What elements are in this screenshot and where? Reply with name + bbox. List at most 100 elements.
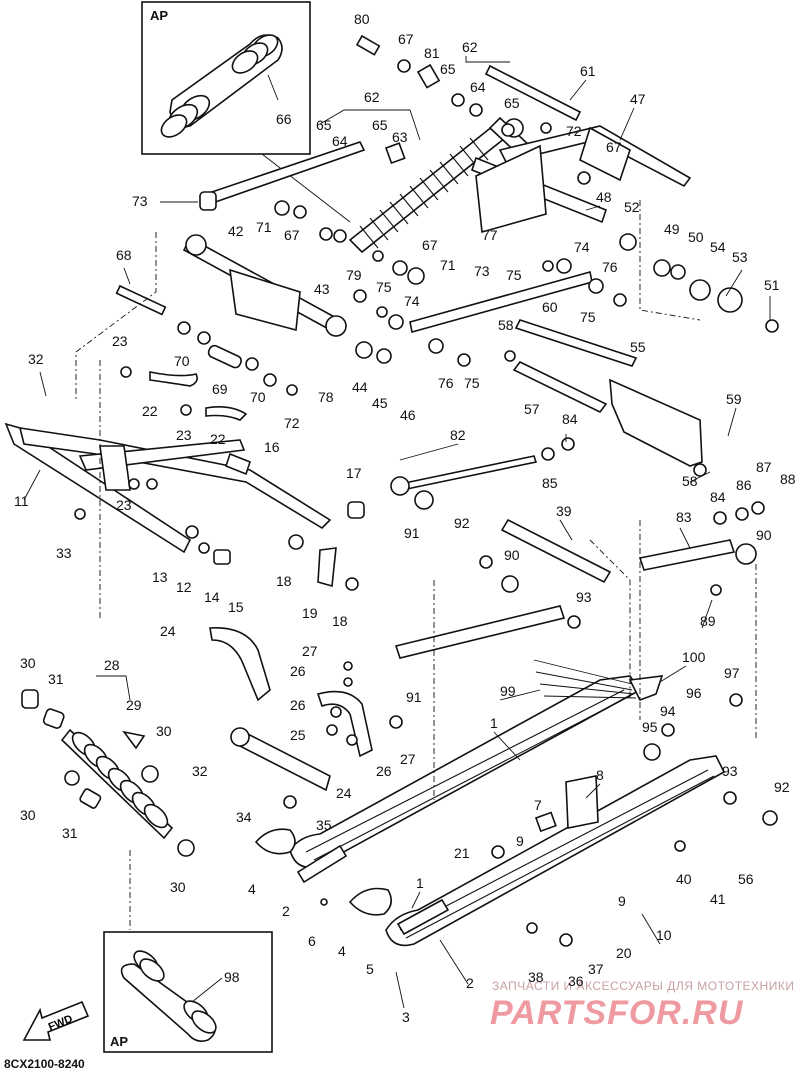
gaiter-boot-icon [160, 34, 283, 138]
decal-100 [533, 659, 664, 702]
callout-26b: 26 [290, 697, 306, 713]
callout-41: 41 [710, 891, 726, 907]
callout-45: 45 [372, 395, 388, 411]
callout-30b: 30 [156, 723, 172, 739]
callout-18: 18 [276, 573, 292, 589]
callout-53: 53 [732, 249, 748, 265]
leader-lines [23, 56, 771, 1009]
callout-64: 64 [470, 79, 486, 95]
callout-1b: 1 [416, 875, 424, 891]
callout-84b: 84 [710, 489, 726, 505]
callout-90: 90 [756, 527, 772, 543]
callout-63: 63 [392, 129, 408, 145]
callout-73: 73 [132, 193, 148, 209]
callout-91b: 91 [406, 689, 422, 705]
callout-60: 60 [542, 299, 558, 315]
callout-7: 7 [534, 797, 542, 813]
callout-81: 81 [424, 45, 440, 61]
inset-top-ap: AP 66 [141, 1, 311, 155]
callout-48: 48 [596, 189, 612, 205]
watermark-brand: PARTSFOR.RU [490, 994, 744, 1032]
callout-2b: 2 [466, 975, 474, 991]
callout-3: 3 [402, 1009, 410, 1025]
link-assembly [185, 234, 347, 337]
callout-25: 25 [290, 727, 306, 743]
callout-30: 30 [20, 655, 36, 671]
callout-30c: 30 [20, 807, 36, 823]
callout-36: 36 [568, 973, 584, 989]
callout-64b: 64 [332, 133, 348, 149]
callout-92b: 92 [774, 779, 790, 795]
callout-62b: 62 [364, 89, 380, 105]
callout-6: 6 [308, 933, 316, 949]
callout-38: 38 [528, 969, 544, 985]
callout-75b: 75 [506, 267, 522, 283]
callout-8: 8 [596, 767, 604, 783]
callout-23: 23 [112, 333, 128, 349]
callout-59: 59 [726, 391, 742, 407]
callout-87: 87 [756, 459, 772, 475]
callout-65b: 65 [316, 117, 332, 133]
wear-pad-upper [254, 828, 296, 855]
callout-70: 70 [174, 353, 190, 369]
callout-79: 79 [346, 267, 362, 283]
callout-71b: 71 [440, 257, 456, 273]
callout-55: 55 [630, 339, 646, 355]
callout-83: 83 [676, 509, 692, 525]
callout-69: 69 [212, 381, 228, 397]
callout-17: 17 [346, 465, 362, 481]
callout-43: 43 [314, 281, 330, 297]
callout-99: 99 [500, 683, 516, 699]
callout-13: 13 [152, 569, 168, 585]
callout-96: 96 [686, 685, 702, 701]
callout-9: 9 [516, 833, 524, 849]
bracket-55 [609, 378, 703, 467]
callout-67d: 67 [422, 237, 438, 253]
hardware [21, 34, 779, 947]
slide-rail-upper [289, 675, 642, 869]
callout-54: 54 [710, 239, 726, 255]
rear-arm-assembly [475, 125, 692, 234]
callout-16: 16 [264, 439, 280, 455]
callout-80: 80 [354, 11, 370, 27]
callout-31: 31 [48, 671, 64, 687]
callout-10: 10 [656, 927, 672, 943]
callout-34: 34 [236, 809, 252, 825]
callout-84: 84 [562, 411, 578, 427]
callout-35: 35 [316, 817, 332, 833]
callout-32: 32 [28, 351, 44, 367]
bracket-24 [209, 627, 271, 702]
lower-arm-35 [230, 727, 331, 792]
callout-68: 68 [116, 247, 132, 263]
callout-58b: 58 [682, 473, 698, 489]
callout-2: 2 [282, 903, 290, 919]
callout-73b: 73 [474, 263, 490, 279]
callout-93b: 93 [722, 763, 738, 779]
callout-67b: 67 [606, 139, 622, 155]
callout-24: 24 [160, 623, 176, 639]
callout-71: 71 [256, 219, 272, 235]
callout-42: 42 [228, 223, 244, 239]
callout-75c: 75 [580, 309, 596, 325]
callout-67c: 67 [284, 227, 300, 243]
callout-1: 1 [490, 715, 498, 731]
callout-46: 46 [400, 407, 416, 423]
callout-95: 95 [642, 719, 658, 735]
callout-31b: 31 [62, 825, 78, 841]
callout-50: 50 [688, 229, 704, 245]
callout-44: 44 [352, 379, 368, 395]
inset-bottom-ap: AP 98 [103, 931, 273, 1053]
callout-97: 97 [724, 665, 740, 681]
callout-65: 65 [440, 61, 456, 77]
callout-20: 20 [616, 945, 632, 961]
front-shock-absorber [60, 728, 174, 840]
callout-77: 77 [482, 227, 498, 243]
watermark: ЗАПЧАСТИ И АКСЕССУАРЫ ДЛЯ МОТОТЕХНИКИ PA… [490, 979, 794, 1032]
bracket-26 [316, 690, 373, 758]
callout-74b: 74 [404, 293, 420, 309]
callout-39: 39 [556, 503, 572, 519]
callout-52: 52 [624, 199, 640, 215]
callout-32b: 32 [192, 763, 208, 779]
front-suspension-frame [4, 422, 332, 554]
